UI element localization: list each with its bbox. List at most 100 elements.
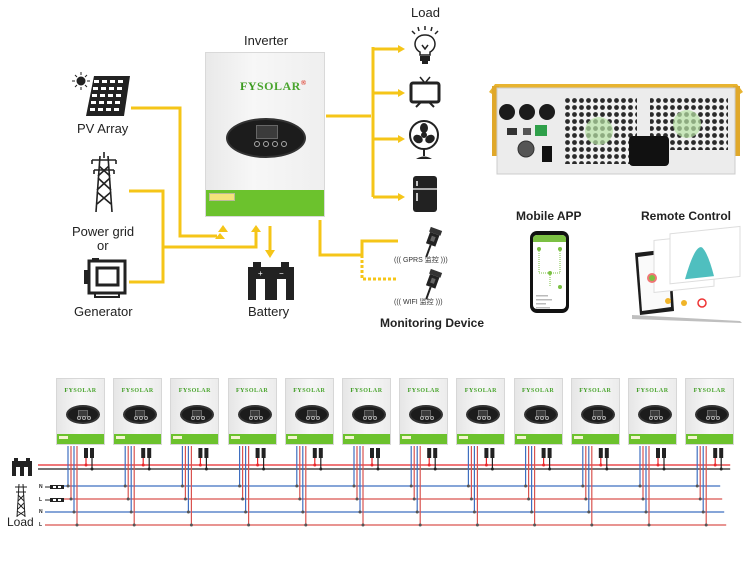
- dc-connector-positive: [427, 448, 432, 458]
- parallel-inverter-unit: FYSOLAR: [570, 378, 620, 445]
- monitoring-device-label: Monitoring Device: [380, 316, 485, 330]
- brand-logo: FYSOLAR: [121, 388, 154, 394]
- brand-logo: FYSOLAR: [464, 388, 497, 394]
- generator-label: Generator: [74, 304, 133, 319]
- dc-connector-negative: [547, 448, 552, 458]
- lcd-control-panel: [123, 405, 158, 424]
- grid-flow-line: [129, 189, 165, 284]
- dc-connector-positive: [370, 448, 374, 458]
- bus-junction-dot: [599, 463, 603, 467]
- bus-junction-dot: [301, 510, 305, 514]
- gprs-dongle-icon: [425, 226, 443, 258]
- inverter-green-band: [57, 434, 104, 444]
- bus-junction-dot: [427, 463, 431, 467]
- inverter-green-band: [206, 190, 324, 216]
- dc-connector-positive: [84, 448, 88, 458]
- dc-connector-positive: [713, 448, 718, 458]
- dc-connector-negative: [662, 448, 666, 458]
- inverter-green-band: [343, 434, 390, 444]
- bus-junction-dot: [90, 467, 94, 471]
- bus-junction-dot: [361, 523, 365, 527]
- mobile-app-label: Mobile APP: [516, 209, 582, 223]
- remote-control-label: Remote Control: [641, 209, 731, 223]
- parallel-inverter-unit: FYSOLAR: [513, 378, 563, 445]
- grid-bus-tower-icon: [15, 483, 27, 518]
- bus-junction-dot: [132, 523, 136, 527]
- bus-junction-dot: [147, 467, 151, 471]
- bus-junction-dot: [584, 497, 588, 501]
- bus-junction-dot: [198, 463, 202, 467]
- bus-junction-dot: [75, 523, 79, 527]
- bus-junction-dot: [433, 467, 437, 471]
- bus-junction-dot: [126, 497, 130, 501]
- bus-junction-dot: [186, 510, 190, 514]
- fan-icon: [409, 120, 439, 159]
- dc-connector-positive: [255, 448, 260, 458]
- lcd-control-panel: [237, 405, 272, 424]
- bus-junction-dot: [701, 510, 705, 514]
- bus-junction-dot: [605, 467, 609, 471]
- brand-logo: FYSOLAR: [579, 388, 612, 394]
- dc-connector-negative: [261, 448, 266, 458]
- bus-junction-dot: [469, 497, 473, 501]
- warning-label: [209, 193, 235, 201]
- bus-junction-dot: [72, 510, 76, 514]
- parallel-inverter-unit: FYSOLAR: [628, 378, 677, 445]
- bus-junction-dot: [141, 463, 145, 467]
- lcd-control-panel: [409, 405, 444, 424]
- bus-junction-dot: [319, 467, 323, 471]
- brand-logo: FYSOLAR: [522, 388, 555, 394]
- mobile-phone-image: [530, 231, 569, 313]
- inverter-title: Inverter: [244, 33, 289, 48]
- lcd-control-panel: [352, 405, 386, 424]
- dc-connector-negative: [376, 448, 380, 458]
- bus-junction-dot: [295, 484, 299, 488]
- panel-buttons: [254, 141, 287, 147]
- bus-junction-dot: [713, 463, 717, 467]
- bus-junction-dot: [204, 467, 208, 471]
- bus-junction-dot: [695, 484, 699, 488]
- power-grid-label: Power grid: [72, 224, 135, 239]
- bus-junction-dot: [587, 510, 591, 514]
- bus-label-l2: L: [39, 522, 43, 528]
- dc-connector-negative: [490, 448, 495, 458]
- bus-junction-dot: [638, 484, 642, 488]
- parallel-inverter-unit: FYSOLAR: [284, 378, 334, 445]
- brand-logo: FYSOLAR: [407, 388, 440, 394]
- bus-junction-dot: [409, 484, 413, 488]
- battery-bus-icon: [12, 458, 32, 476]
- monitoring-wifi-dashed-line: [360, 255, 398, 281]
- bus-junction-dot: [180, 484, 184, 488]
- tv-icon: [409, 76, 441, 108]
- brand-logo: FYSOLAR: [64, 388, 97, 394]
- parallel-inverter-unit: FYSOLAR: [170, 378, 220, 445]
- lcd-control-panel: [180, 405, 215, 424]
- bus-junction-dot: [475, 523, 479, 527]
- lcd-control-panel: [66, 405, 100, 424]
- inverter-green-band: [228, 434, 276, 444]
- gprs-label: ((( GPRS 监控 ))): [394, 257, 448, 264]
- bus-junction-dot: [533, 523, 537, 527]
- svg-text:+: +: [258, 269, 263, 278]
- dc-connector-positive: [312, 448, 317, 458]
- load-label: Load: [411, 5, 440, 20]
- wifi-label: ((( WIFI 监控 ))): [394, 299, 443, 306]
- battery-icon: + −: [248, 262, 294, 300]
- or-label: or: [97, 238, 109, 253]
- lcd-control-panel: [523, 405, 558, 424]
- dc-connector-positive: [541, 448, 546, 458]
- bus-label-n2: N: [39, 509, 43, 515]
- lcd-screen: [256, 125, 278, 139]
- bus-junction-dot: [84, 463, 88, 467]
- bus-junction-dot: [484, 463, 488, 467]
- lcd-control-panel: [580, 405, 615, 424]
- fridge-icon: [413, 176, 437, 212]
- bus-junction-dot: [466, 484, 470, 488]
- parallel-inverter-unit: FYSOLAR: [56, 378, 105, 445]
- dc-connector-negative: [318, 448, 323, 458]
- bus-junction-dot: [247, 523, 251, 527]
- dc-connector-positive: [484, 448, 489, 458]
- inverter-green-band: [629, 434, 676, 444]
- parallel-wiring-diagram: [38, 446, 731, 527]
- bus-junction-dot: [370, 463, 374, 467]
